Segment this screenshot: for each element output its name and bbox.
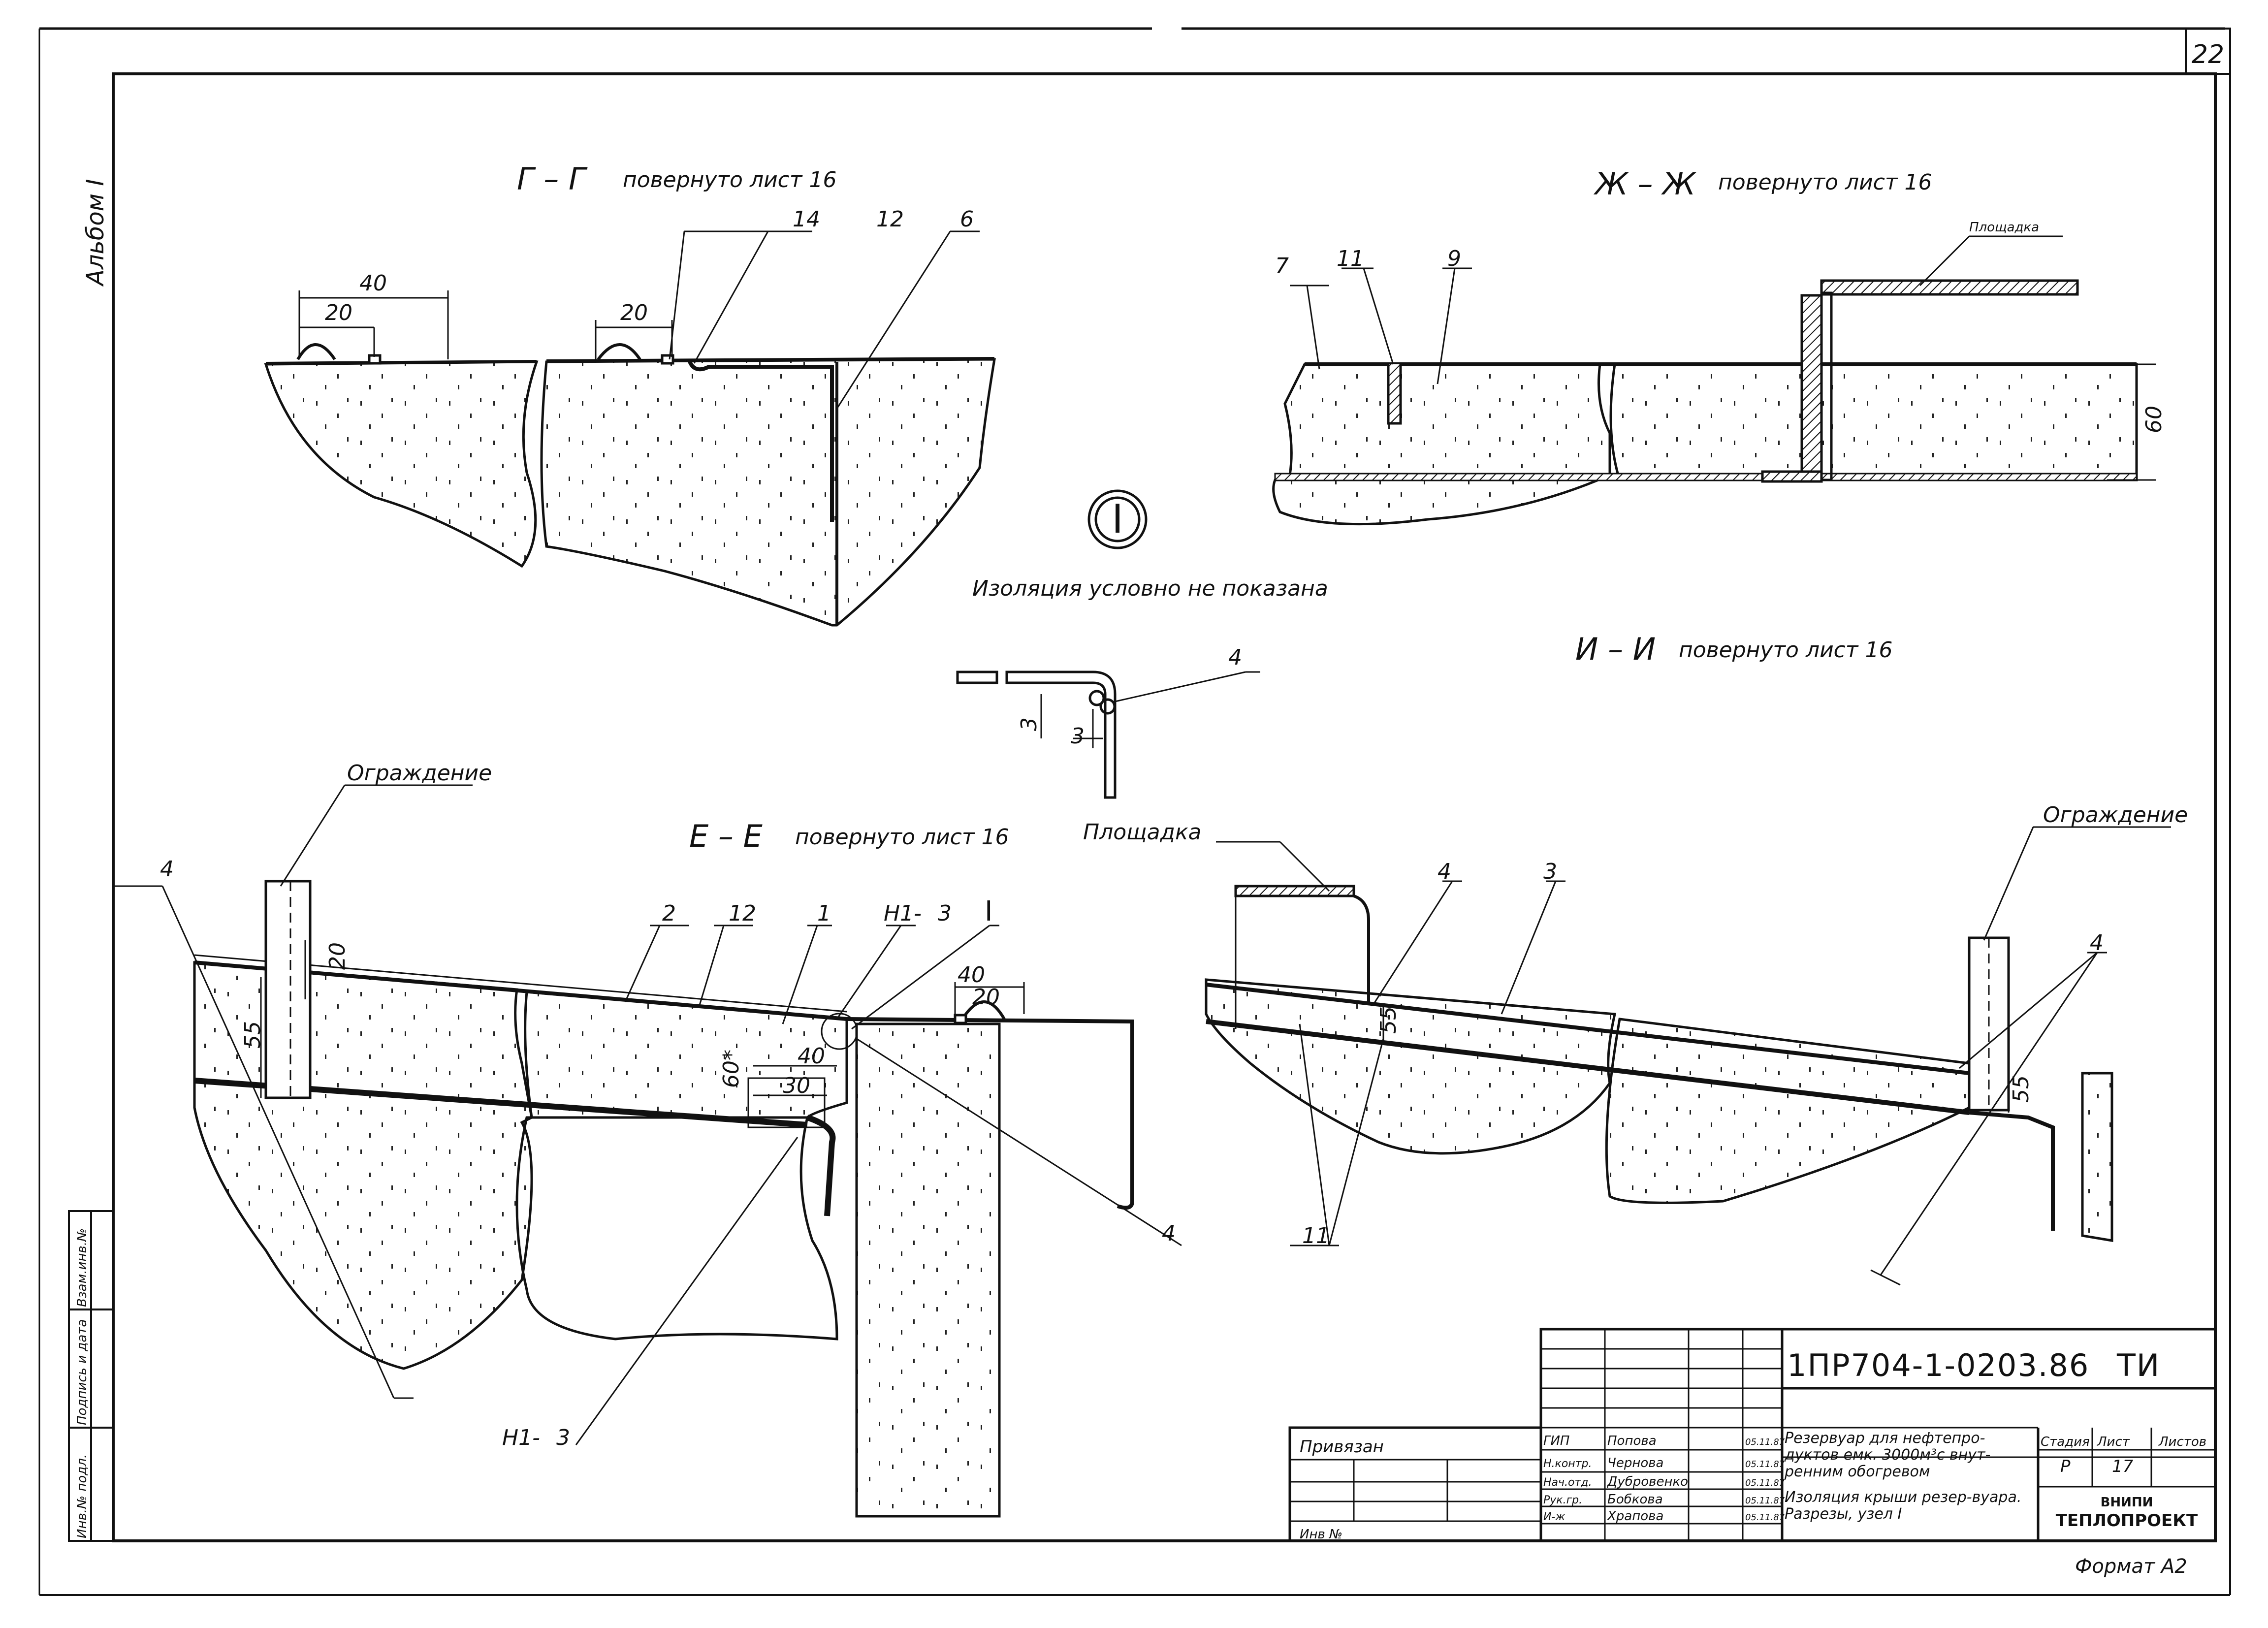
ee-ograzhdenie: Ограждение (347, 761, 492, 786)
section-gg-note: повернуто лист 16 (623, 167, 836, 192)
ee-dim-20v: 20 (325, 942, 350, 970)
tb-doc-type: ТИ (2116, 1347, 2160, 1383)
tb-sheet-title: Изоляция крыши резер-вуара. Разрезы, узе… (1785, 1489, 2022, 1523)
tb-role-5: И-ж (1543, 1511, 1565, 1523)
ii-pos-4b: 4 (2090, 930, 2104, 956)
ee-pos-4b: 4 (1162, 1221, 1176, 1246)
gg-pos-6: 6 (960, 207, 974, 232)
gg-dim-20a: 20 (325, 300, 352, 325)
outer-frame (38, 27, 2231, 1596)
ee-dim-30: 30 (783, 1073, 810, 1098)
node-marker (1087, 489, 1148, 549)
tb-role-4: Рук.гр. (1543, 1494, 1582, 1506)
ee-node-leader: I (985, 895, 993, 927)
zhzh-dim-60: 60 (2141, 406, 2167, 433)
insulation-note: Изоляция условно не показана (972, 576, 1328, 601)
ee-dim-40b: 40 (798, 1044, 825, 1069)
ii-pos-3: 3 (1543, 859, 1557, 884)
tb-org-2: ТЕПЛОПРОЕКТ (2056, 1511, 2198, 1531)
node-dim-3a: 3 (1017, 717, 1042, 731)
node-detail (956, 670, 1260, 799)
title-block-grid (1288, 1328, 2217, 1542)
node-marker-label: I (1112, 496, 1123, 542)
section-ii-mark: И – И (1575, 631, 1656, 667)
ii-dim-55b: 55 (2009, 1075, 2034, 1103)
zhzh-pos-11: 11 (1337, 246, 1364, 271)
tb-date-2: 05.11.87 (1745, 1459, 1785, 1469)
tb-date-1: 05.11.87 (1745, 1437, 1785, 1447)
ii-ploshchadka: Площадка (1083, 820, 1202, 845)
format-label: Формат А2 (2075, 1555, 2187, 1578)
stamp-vzam: Взам.инв.№ (75, 1228, 90, 1307)
zhzh-ploshchadka: Площадка (1969, 220, 2039, 235)
ee-weld-bottom-size: 3 (556, 1425, 570, 1450)
ee-pos-4a: 4 (160, 857, 174, 882)
tb-head-sheets: Листов (2158, 1435, 2206, 1449)
section-ii-note: повернуто лист 16 (1679, 638, 1892, 663)
section-zhzh-drawing (1272, 235, 2156, 526)
tb-org-1: ВНИПИ (2101, 1495, 2153, 1510)
section-gg-drawing (264, 230, 996, 627)
tb-doc-code: 1ПР704-1-0203.86 (1787, 1347, 2089, 1383)
tb-date-4: 05.11.87 (1745, 1496, 1785, 1506)
ii-pos-4a: 4 (1437, 859, 1451, 884)
tb-role-3: Нач.отд. (1543, 1476, 1592, 1489)
ee-pos-12: 12 (729, 901, 756, 926)
ee-weld-top-size: 3 (938, 901, 952, 926)
tb-name-3: Дубровенко (1607, 1474, 1688, 1489)
tb-object-title: Резервуар для нефтепро-дуктов емк. 3000м… (1785, 1430, 1991, 1480)
tb-name-4: Бобкова (1607, 1492, 1663, 1507)
tb-inv-no: Инв № (1300, 1527, 1342, 1542)
tb-date-3: 05.11.87 (1745, 1478, 1785, 1488)
section-zhzh-note: повернуто лист 16 (1718, 170, 1932, 195)
ee-dim-40: 40 (958, 962, 985, 988)
ee-dim-55: 55 (240, 1021, 265, 1049)
ee-pos-2: 2 (662, 901, 676, 926)
section-ii-drawing (1205, 826, 2171, 1286)
ee-weld-bottom: Н1- (502, 1425, 540, 1450)
gg-dim-40: 40 (359, 271, 387, 296)
tb-name-1: Попова (1607, 1434, 1657, 1448)
gg-pos-14: 14 (793, 207, 820, 232)
ii-dim-55a: 55 (1376, 1006, 1401, 1034)
ee-dim-20: 20 (972, 985, 1000, 1010)
zhzh-pos-7: 7 (1275, 254, 1289, 279)
ii-ograzhdenie: Ограждение (2043, 802, 2188, 828)
ee-pos-1: 1 (817, 901, 831, 926)
ee-dim-60s: 60* (719, 1050, 744, 1088)
tb-head-sheet: Лист (2097, 1435, 2130, 1449)
tb-role-2: Н.контр. (1543, 1458, 1592, 1470)
tb-sheet-no: 17 (2112, 1457, 2134, 1476)
tb-role-1: ГИП (1543, 1434, 1570, 1448)
tb-name-5: Храпова (1606, 1509, 1663, 1524)
section-zhzh-mark: Ж – Ж (1593, 166, 1696, 202)
section-ee-mark: Е – Е (689, 818, 763, 854)
album-label: Альбом I (82, 179, 109, 287)
stamp-sign: Подпись и дата (75, 1319, 90, 1425)
tb-name-2: Чернова (1607, 1456, 1664, 1470)
tb-head-stage: Стадия (2041, 1435, 2090, 1449)
zhzh-pos-9: 9 (1447, 246, 1461, 271)
tb-stage: Р (2060, 1457, 2071, 1476)
gg-dim-20b: 20 (620, 300, 648, 325)
node-pos-4: 4 (1228, 645, 1242, 670)
page-number: 22 (2192, 40, 2224, 69)
section-ee-note: повернуто лист 16 (795, 825, 1009, 850)
section-gg-mark: Г – Г (517, 161, 588, 197)
stamp-inv: Инв.№ подл. (75, 1454, 90, 1538)
gg-pos-12: 12 (876, 207, 904, 232)
node-dim-3b: 3 (1071, 724, 1085, 749)
ee-weld-top: Н1- (884, 901, 922, 926)
side-stamp (68, 1210, 114, 1542)
section-ee-drawing (113, 784, 1182, 1518)
ii-pos-11: 11 (1302, 1223, 1330, 1248)
tb-privyazan: Привязан (1300, 1437, 1384, 1457)
tb-date-5: 05.11.87 (1745, 1512, 1785, 1523)
